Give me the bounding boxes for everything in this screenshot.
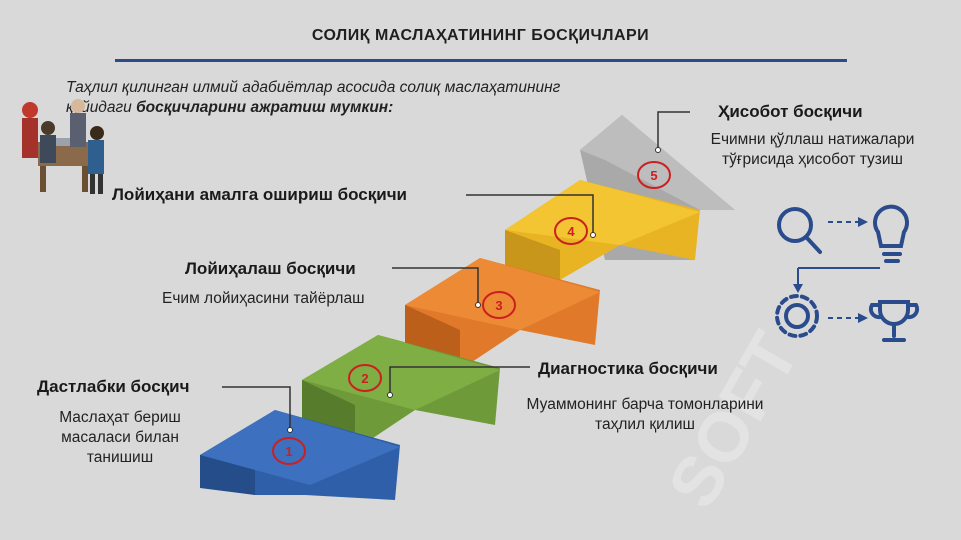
stage-1-desc-line: танишиш bbox=[86, 449, 154, 466]
magnifier-icon bbox=[777, 207, 822, 254]
step-3 bbox=[405, 258, 600, 370]
stage-1-desc-line: Маслаҳат бериш bbox=[59, 409, 181, 426]
stage-1-title: Дастлабки босқич bbox=[37, 377, 190, 396]
people-icon bbox=[22, 99, 104, 194]
stage-2-title: Диагностика босқичи bbox=[538, 359, 718, 378]
title-underline bbox=[115, 59, 847, 62]
intro-text: Таҳлил қилинган илмий адабиётлар асосида… bbox=[66, 78, 606, 118]
stage-2-desc-line: таҳлил қилиш bbox=[595, 416, 695, 433]
leader-3 bbox=[392, 267, 479, 305]
lightbulb-icon bbox=[873, 204, 909, 263]
page-title: СОЛИҚ МАСЛАҲАТИНИНГ БОСҚИЧЛАРИ bbox=[311, 27, 650, 44]
badge-2 bbox=[348, 364, 382, 392]
badge-3 bbox=[482, 291, 516, 319]
step-4 bbox=[505, 180, 700, 285]
step-1 bbox=[200, 410, 400, 500]
leader-2 bbox=[389, 366, 530, 395]
badge-4 bbox=[554, 217, 588, 245]
stage-3-desc: Ечим лойиҳасини тайёрлаш bbox=[162, 289, 365, 309]
stage-5-desc-line: Ечимни қўллаш натижалари bbox=[710, 131, 915, 148]
step-2 bbox=[302, 335, 500, 450]
badge-5-label: 5 bbox=[650, 168, 657, 183]
stage-3-title: Лойиҳалаш босқичи bbox=[185, 259, 356, 278]
badge-3-label: 3 bbox=[495, 298, 502, 313]
leader-4 bbox=[466, 194, 594, 235]
leader-5 bbox=[657, 111, 690, 150]
stage-3-desc-line: Ечим лойиҳасини тайёрлаш bbox=[162, 290, 365, 307]
badge-1 bbox=[272, 437, 306, 465]
stage-1-desc: Маслаҳат бериш масаласи билан танишиш bbox=[40, 408, 200, 468]
intro-line-2-bold: босқичларини ажратиш мумкин: bbox=[136, 99, 394, 116]
badge-2-label: 2 bbox=[361, 371, 368, 386]
stage-5-title: Ҳисобот босқичи bbox=[718, 102, 863, 121]
trophy-icon bbox=[868, 300, 920, 342]
leader-1 bbox=[222, 386, 291, 430]
stage-5-desc-line: тўғрисида ҳисобот тузиш bbox=[722, 151, 903, 168]
stage-1-desc-line: масаласи билан bbox=[61, 429, 179, 446]
gear-icon bbox=[775, 294, 819, 338]
stage-4-title: Лойиҳани амалга ошириш босқичи bbox=[112, 185, 408, 204]
stage-5-desc: Ечимни қўллаш натижалари тўғрисида ҳисоб… bbox=[685, 130, 940, 170]
intro-line-1: Таҳлил қилинган илмий адабиётлар асосида… bbox=[66, 79, 561, 96]
stage-2-desc-line: Муаммонинг барча томонларини bbox=[526, 396, 764, 413]
stage-2-desc: Муаммонинг барча томонларини таҳлил қили… bbox=[495, 395, 795, 435]
badge-4-label: 4 bbox=[567, 224, 575, 239]
badge-5 bbox=[637, 161, 671, 189]
badge-1-label: 1 bbox=[285, 444, 292, 459]
